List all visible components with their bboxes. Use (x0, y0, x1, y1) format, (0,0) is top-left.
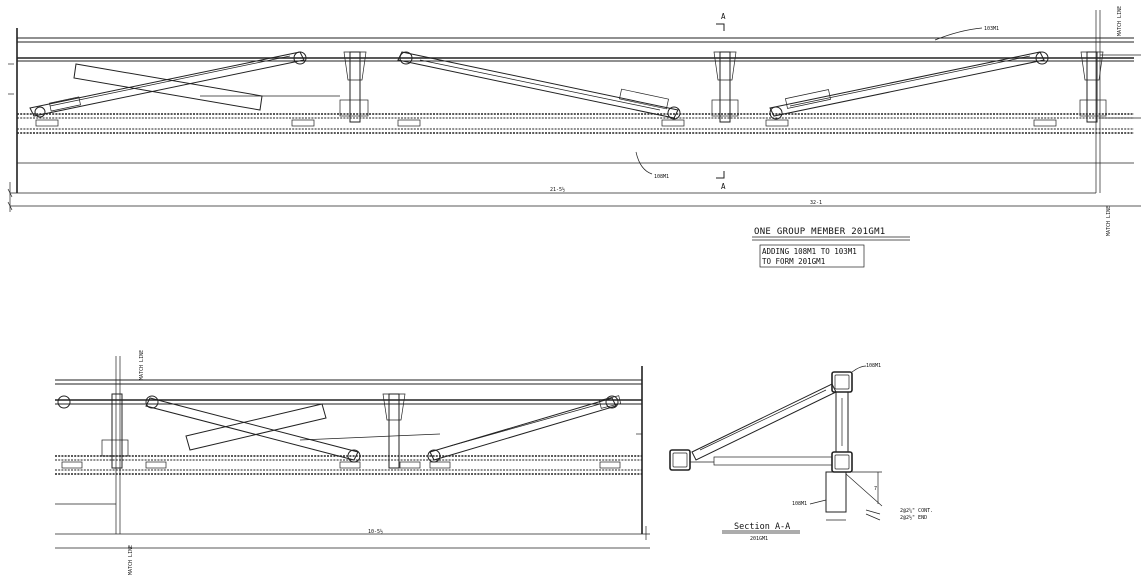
lower-elevation (55, 356, 650, 549)
weld-note-1: 2@2¼" CONT. (900, 508, 933, 514)
section-top-mark: 108M1 (866, 363, 881, 369)
dim-lower: 10-5½ (368, 528, 383, 535)
note-line-2: TO FORM 201GM1 (762, 257, 825, 266)
section-title: Section A-A (734, 522, 790, 532)
dim-main: 21-5½ (550, 186, 565, 193)
label-103m1: 103M1 (984, 26, 999, 32)
match-line-label-top: MATCH LINE (1117, 6, 1123, 36)
section-letter-top: A (721, 12, 726, 21)
section-letter-bottom: A (721, 182, 726, 191)
label-108m1: 108M1 (654, 174, 669, 180)
match-line-label-right: MATCH LINE (1106, 206, 1112, 236)
top-elevation (7, 10, 1141, 212)
note-line-1: ADDING 108M1 TO 103M1 (762, 247, 857, 256)
match-line-label-lower-bottom: MATCH LINE (128, 545, 134, 575)
weld-note-2: 2@2½" END (900, 514, 927, 521)
note-block (752, 236, 910, 268)
match-line-label-lower-top: MATCH LINE (139, 350, 145, 380)
section-a-a (669, 365, 883, 534)
dim-7: 7 (874, 486, 877, 492)
section-side-mark: 108M1 (792, 501, 807, 507)
dim-total: 32-1 (810, 200, 822, 206)
section-subtitle: 201GM1 (750, 536, 768, 542)
note-title: ONE GROUP MEMBER 201GM1 (754, 227, 886, 237)
